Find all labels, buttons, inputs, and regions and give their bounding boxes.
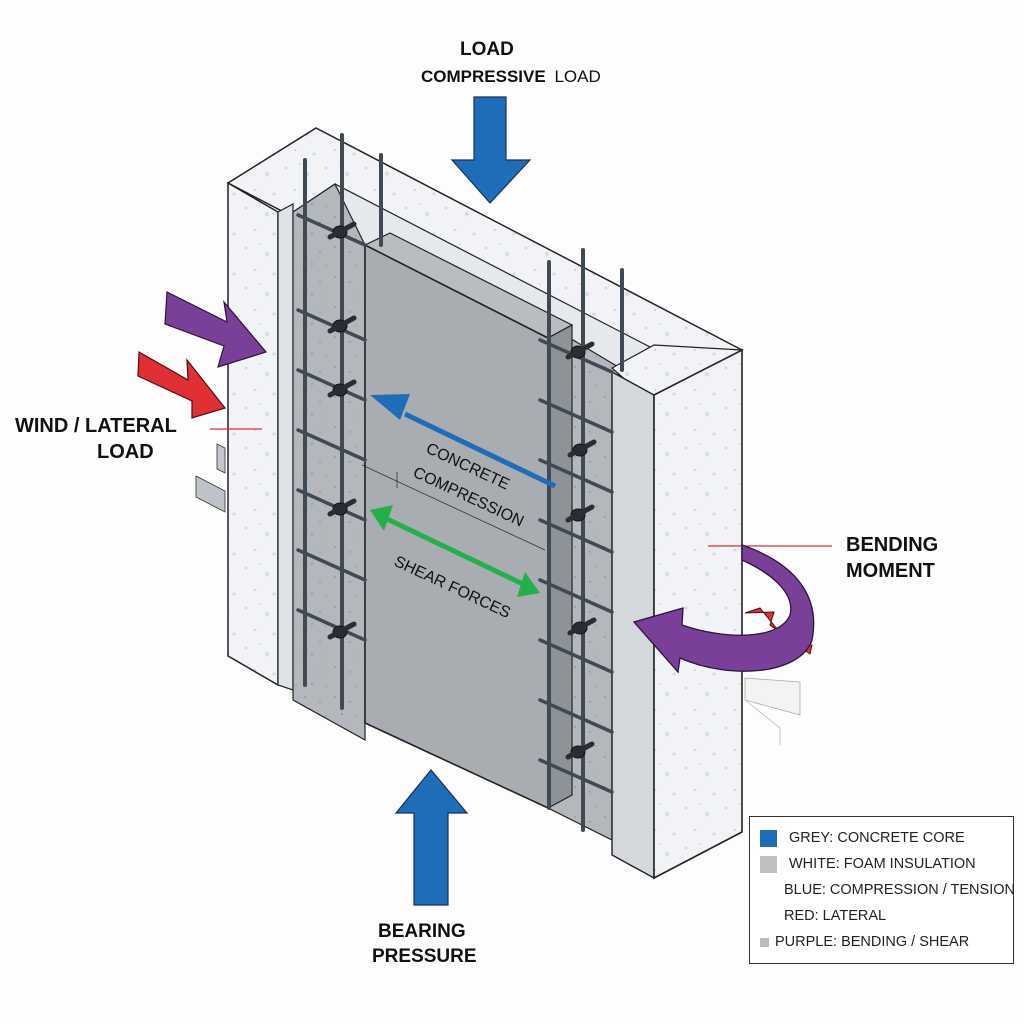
- bending-moment-arrow: [632, 544, 815, 674]
- foam-left-column: [227, 181, 294, 691]
- ghost-tab: [216, 443, 226, 474]
- bearing-label-line2: PRESSURE: [372, 946, 477, 967]
- legend-text: PURPLE: BENDING / SHEAR: [775, 934, 970, 950]
- legend: GREY: CONCRETE CORE WHITE: FOAM INSULATI…: [749, 816, 1015, 964]
- bending-label-line2: MOMENT: [846, 560, 935, 582]
- legend-swatch-grey: [760, 855, 777, 873]
- form-tie-bolt: [327, 315, 357, 334]
- shear-forces-arrow: [370, 505, 540, 597]
- legend-text: RED: LATERAL: [784, 908, 887, 924]
- form-tie-bolt: [327, 221, 357, 240]
- form-tie-bolt: [567, 617, 597, 636]
- ghost-tab: [744, 677, 801, 716]
- rebar-horizontal: [538, 638, 614, 674]
- wind-label-line1: WIND / LATERAL: [15, 415, 177, 437]
- legend-swatch-small: [760, 937, 769, 947]
- rebar-horizontal: [296, 308, 367, 342]
- legend-text: GREY: CONCRETE CORE: [789, 830, 965, 846]
- foam-right-column: [610, 344, 744, 880]
- legend-item: PURPLE: BENDING / SHEAR: [760, 932, 969, 952]
- bending-lateral-arrow-left: [164, 291, 268, 368]
- legend-swatch-blue: [760, 829, 777, 847]
- form-tie-bolt: [327, 498, 357, 517]
- form-tie-bolt: [565, 504, 595, 523]
- bending-label-line1: BENDING: [846, 534, 938, 556]
- form-tie-bolt: [565, 741, 595, 760]
- bearing-label-line1: BEARING: [378, 921, 466, 942]
- form-tie-bolt: [567, 439, 597, 458]
- load-title: LOAD: [460, 39, 514, 60]
- concrete-compression-arrow: [370, 394, 557, 489]
- section-line: [361, 464, 546, 551]
- rebar-horizontal: [296, 368, 367, 402]
- ghost-tab: [744, 699, 781, 745]
- rebar-horizontal: [296, 608, 367, 642]
- legend-item: GREY: CONCRETE CORE: [760, 828, 965, 848]
- rebar-horizontal: [538, 758, 614, 794]
- legend-text: WHITE: FOAM INSULATION: [789, 856, 976, 872]
- legend-item: BLUE: COMPRESSION / TENSION: [784, 880, 1015, 900]
- legend-item: RED: LATERAL: [784, 906, 886, 926]
- rebar-horizontal: [538, 458, 614, 494]
- compressive-load-arrow: [450, 96, 532, 204]
- rebar-horizontal: [538, 518, 614, 554]
- form-tie-bolt: [327, 621, 357, 640]
- rebar-horizontal: [538, 698, 614, 734]
- rebar-horizontal: [296, 428, 367, 462]
- compressive-bold: COMPRESSIVE: [421, 67, 546, 86]
- rebar-horizontal: [296, 548, 367, 582]
- legend-text: BLUE: COMPRESSION / TENSION: [784, 882, 1015, 898]
- compressive-load-label: COMPRESSIVE LOAD: [421, 67, 601, 86]
- rebar-horizontal: [296, 488, 367, 522]
- rebar-horizontal: [538, 578, 614, 614]
- wind-lateral-arrow: [137, 350, 227, 419]
- bearing-pressure-arrow: [394, 769, 469, 906]
- ghost-tab: [195, 475, 226, 513]
- rebar-horizontal: [538, 398, 614, 434]
- form-tie-bolt: [565, 341, 595, 360]
- compressive-regular: LOAD: [554, 67, 600, 86]
- rebar-cage: [296, 133, 624, 832]
- wind-label-line2: LOAD: [97, 441, 154, 463]
- legend-item: WHITE: FOAM INSULATION: [760, 854, 976, 874]
- rebar-horizontal: [296, 213, 367, 247]
- form-tie-bolt: [327, 379, 357, 398]
